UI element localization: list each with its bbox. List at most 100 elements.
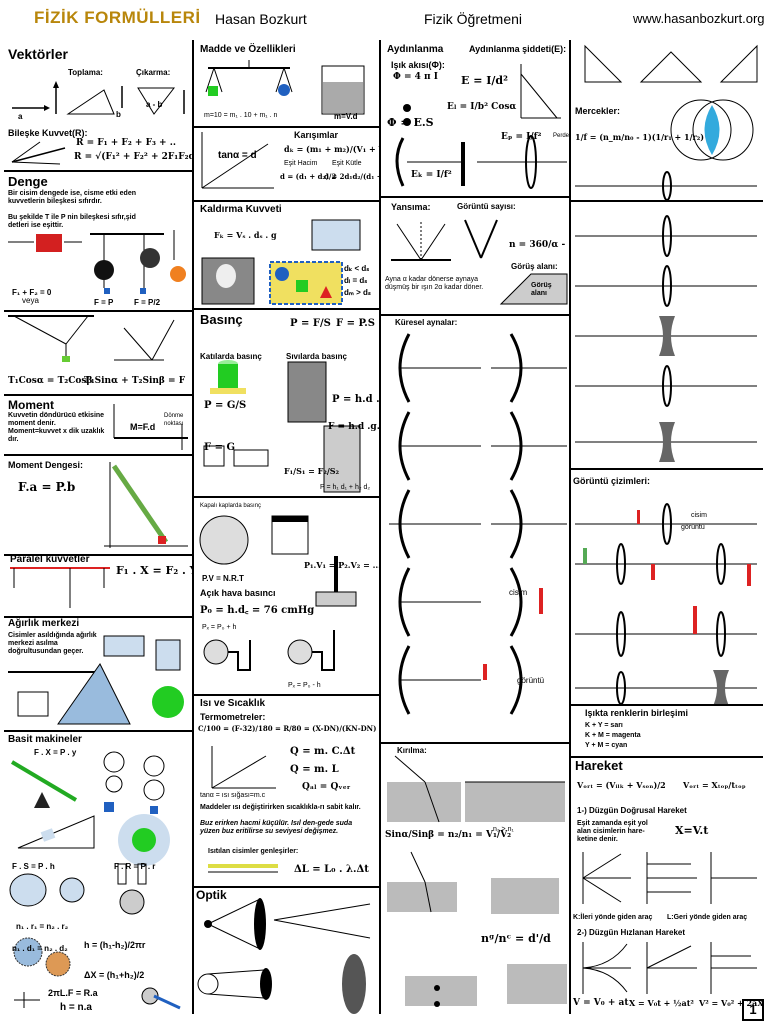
page-header: FİZİK FORMÜLLERİ Hasan Bozkurt Fizik Öğr…: [0, 0, 768, 40]
text-moment-1: Kuvvetin döndürücü etkisine moment denir…: [8, 412, 105, 427]
section-title: Madde ve Özellikleri: [200, 44, 296, 55]
text-agirlik: Cisimler asıldığında ağırlık merkezi ası…: [8, 632, 97, 655]
section-title: Kaldırma Kuvveti: [200, 204, 282, 215]
formula-v2: V² = V₀² + 2aX: [699, 998, 763, 1008]
section-title: Ağırlık merkezi: [8, 618, 80, 629]
vector-a: a: [18, 112, 23, 121]
section-denge: Denge Bir cisim dengede ise, cisme etki …: [4, 172, 192, 312]
formula-lensmaker: 1/f = (n_m/n₀ - 1)(1/r₁ + 1/r₂): [575, 132, 705, 142]
formula-incline: F . S = P . h: [12, 862, 55, 871]
formula-x-vt: X=V.t: [675, 824, 709, 837]
formula-fp2: F = P/2: [134, 298, 161, 307]
refraction-diagram: [387, 755, 567, 1007]
vector-b: b: [116, 110, 121, 119]
section-title: Moment: [8, 398, 54, 412]
section-title: Denge: [8, 174, 48, 189]
formula-v-at: V = V₀ + at: [573, 998, 629, 1008]
column-2: Madde ve Özellikleri m=10 = m₁ . 10 + m₁…: [194, 40, 381, 1014]
formula-h: h = n.a: [60, 1002, 92, 1013]
label-dm: dₘ > dₛ: [344, 288, 371, 297]
formula-liquid-force: F = h.d .g.S: [328, 422, 379, 432]
formula-moment-dengesi: F.a = P.b: [18, 480, 76, 494]
label-goruntu-sayisi: Görüntü sayısı:: [457, 202, 516, 211]
formula-q-ml: Q = m. L: [290, 764, 339, 775]
author-name: Hasan Bozkurt: [215, 11, 307, 27]
section-title: Mercekler:: [575, 106, 621, 116]
section-title: Paralel kuvvetler: [10, 556, 90, 565]
formula-tan: tanα = d: [218, 150, 257, 161]
text-denge-2: Bu şekilde T ile P nin bileşkesi sıfır,ş…: [8, 214, 136, 229]
section-kuresel: Küresel aynalar: cisim görüntü: [381, 316, 569, 744]
lens-ray-diagram: [575, 171, 757, 200]
section-moment-dengesi: Moment Dengesi: F.a = P.b: [4, 456, 192, 556]
formula-illuminance-cos: Eₗ = I/b² Cosα: [447, 102, 517, 112]
section-lens-rays: [571, 202, 763, 470]
accelerated-motion-graphs: [582, 942, 757, 994]
formula-px-minus: Pₓ = P₀ - h: [288, 682, 321, 689]
section-basinc: Basınç P = F/S F = P.S Katılarda basınç …: [194, 310, 379, 498]
section-agirlik: Ağırlık merkezi Cisimler asıldığında ağı…: [4, 618, 192, 732]
brand-title: FİZİK FORMÜLLERİ: [34, 8, 201, 27]
center-of-mass-diagram: [8, 635, 184, 725]
section-moment: Moment Kuvvetin döndürücü etkisine momen…: [4, 396, 192, 456]
ladder-diagram: [104, 462, 188, 548]
label-esit-hacim: Eşit Hacim: [284, 160, 318, 167]
label-goruntu: görüntü: [517, 676, 545, 685]
column-1: Vektörler Toplama: Çıkarma: a b a - b Bi…: [4, 40, 194, 1014]
formula-ek: Eₖ = I/f²: [411, 170, 452, 180]
color-cyan: Y + M = cyan: [585, 742, 628, 749]
vector-a-minus-b: a - b: [146, 100, 163, 109]
section-isi: Isı ve Sıcaklık Termometreler: C/100 = (…: [194, 696, 379, 888]
website-link[interactable]: www.hasanbozkurt.org: [633, 11, 765, 26]
label-gorus-alani: Görüş alanı:: [511, 262, 558, 271]
text-denge-1: Bir cisim dengede ise, cisme etki eden k…: [8, 190, 136, 205]
formula-heat-balance: Qₐₗ = Qᵥₑᵣ: [302, 782, 351, 792]
formula-moment: M=F.d: [130, 422, 156, 432]
section-hareket: Hareket Vₒᵣₜ = (Vᵢₗₖ + Vₛₒₙ)/2 Vₒᵣₜ = Xₜ…: [571, 758, 763, 1014]
formula-cos: T₁Cosα = T₂Cosβ: [8, 376, 93, 386]
formula-expansion: ΔL = L₀ . λ.Δt: [294, 864, 369, 875]
formula-paralel: F₁ . X = F₂ . Y: [116, 564, 192, 577]
author-role: Fizik Öğretmeni: [424, 11, 523, 27]
label-cisim: cisim: [509, 588, 528, 597]
spherical-mirror-diagrams: [389, 333, 567, 715]
formula-force: F = P.S: [336, 318, 376, 329]
reflection-diagram: [391, 219, 568, 305]
formula-differential: h = (h₁-h₂)/2πr: [84, 940, 146, 950]
formula-wheel: F . R = P . r: [114, 862, 156, 871]
density-graph: [201, 132, 274, 189]
formula-lever: F . X = P . y: [34, 748, 77, 757]
lens-rays-diagram: [575, 215, 757, 462]
section-paralel: Paralel kuvvetler F₁ . X = F₂ . Y: [4, 556, 192, 618]
formula-image-count: n = 360/α - 1: [509, 240, 569, 250]
formula-vavg-total: Vₒᵣₜ = Xₜₒₚ/tₜₒₚ: [683, 780, 746, 790]
section-title: Optik: [196, 888, 227, 902]
section-title: Hareket: [575, 758, 623, 773]
shadow-diagram: [197, 898, 371, 1014]
simple-machines-diagram: [9, 751, 181, 1010]
balance-diagram: [205, 60, 365, 115]
formula-snell: Sinα/Sinβ = n₂/n₁ = V₁/V₂: [385, 830, 512, 840]
text-isi-1: Maddeler ısı değiştirirken sıcaklıkla-rı…: [200, 804, 361, 811]
label-esit-kutle: Eşit Kütle: [332, 160, 362, 167]
formula-boyle: P₁.V₁ = P₂.V₂ = ...: [304, 560, 379, 570]
formula-illuminance: E = I/d²: [461, 74, 508, 87]
formula-equal-volume: d = (d₁ + d₂)/2: [280, 172, 337, 181]
label-cikarma: Çıkarma:: [136, 68, 171, 77]
pressure-diagram: [203, 360, 361, 493]
formula-q-mct: Q = m. C.Δt: [290, 746, 356, 757]
section-karisim: tanα = d Karışımlar dₖ = (m₁ + m₂)/(V₁ +…: [194, 128, 379, 202]
section-aydinlanma: Aydınlanma Aydınlanma şiddeti(E): Işık a…: [381, 40, 569, 198]
formula-apparent-depth: nᵍ/nᶜ = d'/d: [481, 932, 551, 945]
formula-resultant-cos: R = √(F₁² + F₂² + 2F₁F₂cosα): [74, 152, 192, 162]
expansion-rod: [208, 864, 278, 873]
formula-mixture: dₖ = (m₁ + m₂)/(V₁ + V₂): [284, 144, 379, 154]
section-title: Aydınlanma: [387, 44, 444, 55]
section-madde: Madde ve Özellikleri m=10 = m₁ . 10 + m₁…: [194, 40, 379, 128]
label-termometre: Termometreler:: [200, 712, 266, 722]
lens-shape-diagram: [670, 99, 754, 161]
formula-denge: F₁ + F₂ = 0: [12, 288, 52, 297]
formula-ideal-gas: P.V = N.R.T: [202, 574, 244, 583]
label-siddet: Aydınlanma şiddeti(E):: [469, 44, 567, 54]
section-title: Basit makineler: [8, 734, 82, 745]
